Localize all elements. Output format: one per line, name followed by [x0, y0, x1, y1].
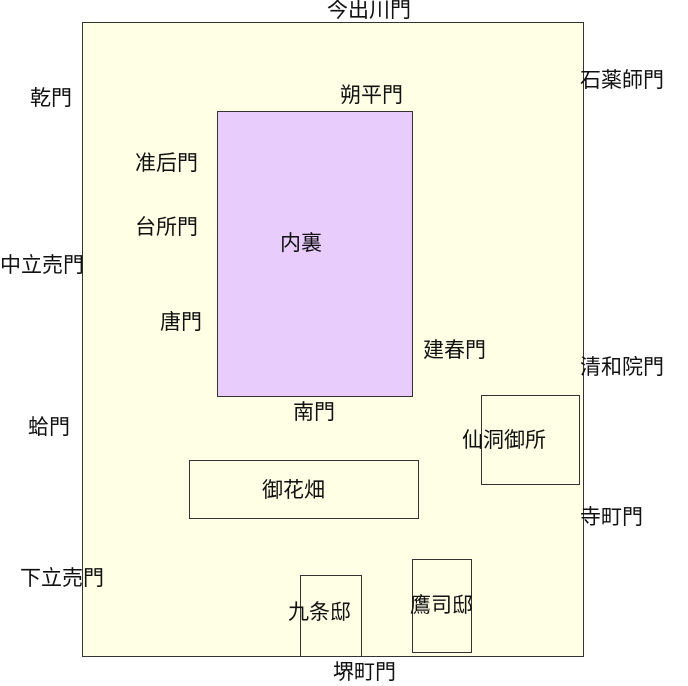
gate-nakadachiuri: 中立売門	[0, 253, 84, 277]
ohanabatake-label: 御花畑	[262, 478, 325, 502]
gate-sakuhei: 朔平門	[340, 83, 403, 107]
kujo-area	[300, 575, 362, 657]
gate-sekiyakushi: 石薬師門	[580, 68, 664, 92]
gate-kara: 唐門	[160, 310, 202, 334]
dairi-area	[217, 111, 413, 397]
gate-shimodachiuri: 下立売門	[20, 566, 104, 590]
dairi-label: 内裏	[280, 231, 322, 255]
gate-sakaimachi: 堺町門	[333, 660, 396, 684]
gate-inui: 乾門	[30, 86, 72, 110]
gate-seiwain: 清和院門	[580, 355, 664, 379]
gate-imadegawa: 今出川門	[327, 0, 411, 22]
gate-minami: 南門	[293, 400, 335, 424]
gate-teramachi: 寺町門	[580, 505, 643, 529]
gate-hamaguri: 蛤門	[28, 415, 70, 439]
sento-label: 仙洞御所	[462, 428, 546, 452]
sento-area	[481, 395, 580, 485]
gate-kenshun: 建春門	[423, 338, 486, 362]
kujo-label: 九条邸	[288, 600, 351, 624]
gate-daidokoro: 台所門	[135, 215, 198, 239]
ohanabatake-area	[189, 460, 419, 519]
takatsukasa-area	[412, 559, 472, 653]
gate-jugo: 准后門	[135, 151, 198, 175]
takatsukasa-label: 鷹司邸	[410, 593, 473, 617]
